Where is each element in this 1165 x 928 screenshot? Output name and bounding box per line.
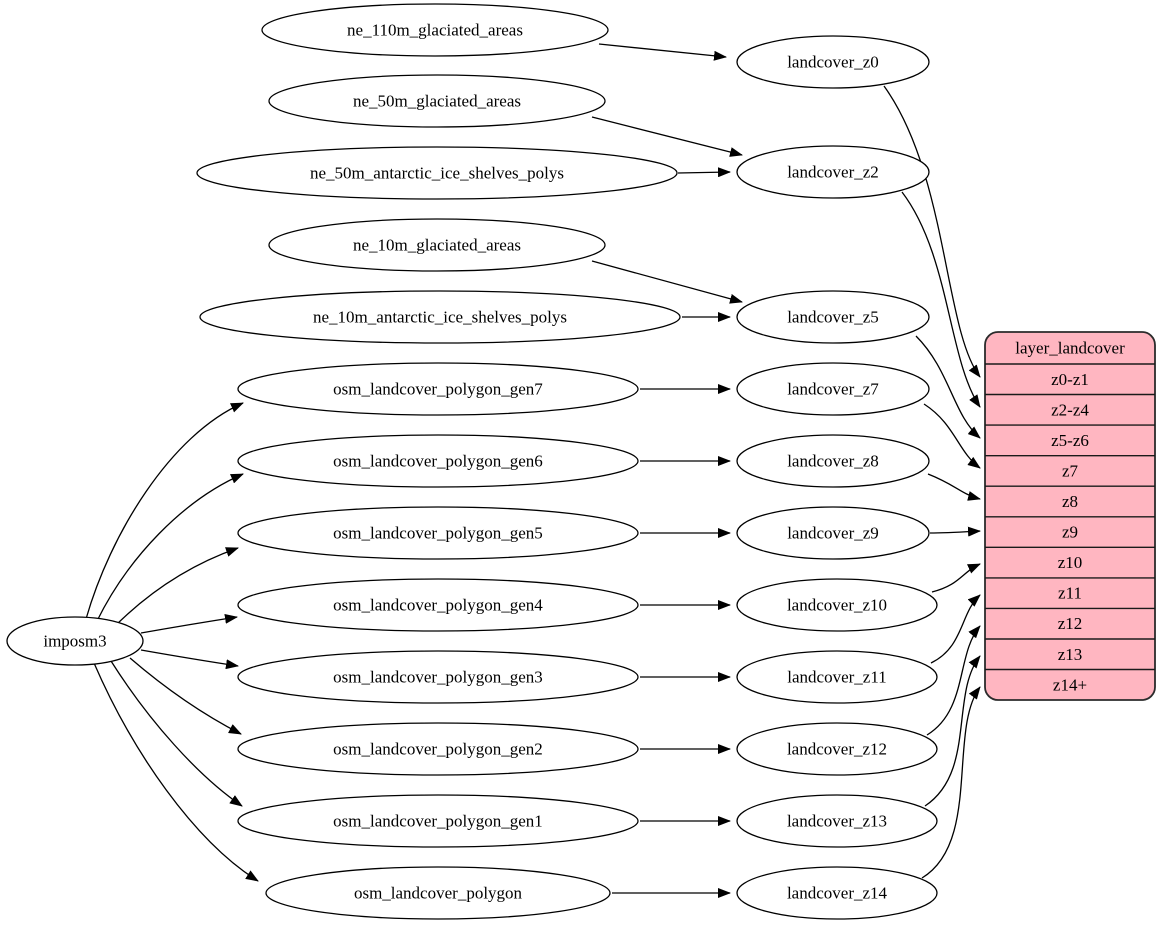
node-label: osm_landcover_polygon_gen2 — [333, 740, 543, 759]
record-row-z12: z12 — [1058, 614, 1083, 633]
node-osm-landcover-polygon-gen7: osm_landcover_polygon_gen7 — [237, 362, 639, 416]
edge-ne110m-z0 — [598, 43, 727, 61]
node-label: ne_10m_antarctic_ice_shelves_polys — [313, 308, 567, 327]
node-osm-landcover-polygon-gen6: osm_landcover_polygon_gen6 — [237, 434, 639, 488]
node-label: ne_110m_glaciated_areas — [347, 21, 523, 40]
node-label: ne_10m_glaciated_areas — [353, 236, 521, 255]
node-label: landcover_z0 — [787, 53, 879, 72]
record-row-z9: z9 — [1062, 523, 1078, 542]
node-landcover-z8: landcover_z8 — [736, 434, 930, 488]
record-row-z8: z8 — [1062, 492, 1078, 511]
node-label: landcover_z8 — [787, 452, 879, 471]
edge-z14-row-z14plus — [921, 686, 981, 879]
record-row-z5-z6: z5-z6 — [1051, 431, 1089, 450]
edge-imposm3-gen3 — [140, 649, 239, 670]
node-layer-landcover: layer_landcover z0-z1 z2-z4 z5-z6 z7 z8 … — [984, 331, 1156, 701]
node-label: landcover_z13 — [787, 812, 887, 831]
node-landcover-z2: landcover_z2 — [736, 145, 930, 199]
node-ne-50m-antarctic-ice-shelves-polys: ne_50m_antarctic_ice_shelves_polys — [196, 146, 678, 200]
edge-ne50m-z2 — [591, 116, 743, 157]
edge-z10-row-z10 — [931, 563, 981, 593]
node-landcover-z14: landcover_z14 — [736, 866, 938, 920]
node-imposm3-label: imposm3 — [43, 632, 106, 651]
edge-ne50m-ant-z2 — [677, 167, 731, 178]
edge-imposm3-gen7 — [85, 402, 244, 620]
edge-imposm3-gen4 — [140, 613, 238, 634]
node-landcover-z7: landcover_z7 — [736, 362, 930, 416]
edge-z7-row-z7 — [923, 403, 981, 469]
edge-z5-row-z5-z6 — [915, 335, 981, 439]
edge-z13-row-z13 — [924, 655, 981, 807]
edge-z8-row-z8 — [927, 473, 981, 501]
node-label: landcover_z7 — [787, 380, 879, 399]
layer-landcover-title: layer_landcover — [1015, 339, 1125, 358]
node-label: ne_50m_glaciated_areas — [353, 92, 521, 111]
edge-ne10m-z5 — [591, 260, 743, 304]
node-osm-landcover-polygon: osm_landcover_polygon — [265, 866, 611, 920]
record-row-z14plus: z14+ — [1053, 675, 1087, 694]
node-landcover-z13: landcover_z13 — [736, 794, 938, 848]
node-label: osm_landcover_polygon_gen7 — [333, 380, 543, 399]
node-label: osm_landcover_polygon_gen1 — [333, 812, 543, 831]
node-label: landcover_z11 — [787, 668, 886, 687]
record-row-z2-z4: z2-z4 — [1051, 400, 1089, 419]
node-osm-landcover-polygon-gen4: osm_landcover_polygon_gen4 — [237, 578, 639, 632]
record-row-z10: z10 — [1058, 553, 1083, 572]
edge-imposm3-gen1 — [110, 660, 243, 807]
node-label: landcover_z14 — [787, 884, 888, 903]
edge-imposm3-gen2 — [129, 657, 242, 735]
node-landcover-z12: landcover_z12 — [736, 722, 938, 776]
edge-imposm3-gen5 — [113, 547, 239, 628]
node-landcover-z5: landcover_z5 — [736, 290, 930, 344]
node-label: landcover_z12 — [787, 740, 887, 759]
record-row-z13: z13 — [1058, 645, 1083, 664]
edge-imposm3-polygon — [93, 662, 259, 882]
node-ne-50m-glaciated-areas: ne_50m_glaciated_areas — [268, 74, 606, 128]
node-ne-10m-antarctic-ice-shelves-polys: ne_10m_antarctic_ice_shelves_polys — [199, 290, 681, 344]
node-label: landcover_z5 — [787, 308, 879, 327]
edge-z2-row-z2-z4 — [901, 191, 981, 408]
edge-imposm3-gen6 — [96, 473, 244, 622]
node-landcover-z11: landcover_z11 — [736, 650, 938, 704]
node-ne-110m-glaciated-areas: ne_110m_glaciated_areas — [261, 3, 609, 57]
node-osm-landcover-polygon-gen3: osm_landcover_polygon_gen3 — [237, 650, 639, 704]
node-label: landcover_z9 — [787, 524, 879, 543]
edge-z11-row-z11 — [930, 594, 981, 664]
node-label: osm_landcover_polygon_gen6 — [333, 452, 543, 471]
node-osm-landcover-polygon-gen1: osm_landcover_polygon_gen1 — [237, 794, 639, 848]
node-ne-10m-glaciated-areas: ne_10m_glaciated_areas — [268, 218, 606, 272]
node-landcover-z0: landcover_z0 — [736, 35, 930, 89]
node-osm-landcover-polygon-gen2: osm_landcover_polygon_gen2 — [237, 722, 639, 776]
record-row-z0-z1: z0-z1 — [1051, 370, 1089, 389]
node-label: osm_landcover_polygon_gen4 — [333, 596, 543, 615]
record-row-z11: z11 — [1058, 584, 1082, 603]
node-label: ne_50m_antarctic_ice_shelves_polys — [310, 164, 564, 183]
edge-z9-row-z9 — [929, 526, 981, 537]
edge-z0-row-z0-z1 — [883, 85, 981, 378]
node-label: osm_landcover_polygon_gen5 — [333, 524, 543, 543]
node-label: landcover_z2 — [787, 163, 879, 182]
edge-z12-row-z12 — [926, 625, 981, 736]
node-osm-landcover-polygon-gen5: osm_landcover_polygon_gen5 — [237, 506, 639, 560]
node-landcover-z10: landcover_z10 — [736, 578, 938, 632]
node-imposm3: imposm3 — [6, 616, 144, 666]
record-row-z7: z7 — [1062, 461, 1079, 480]
node-label: osm_landcover_polygon — [354, 884, 523, 903]
node-label: landcover_z10 — [787, 596, 887, 615]
node-landcover-z9: landcover_z9 — [736, 506, 930, 560]
node-label: osm_landcover_polygon_gen3 — [333, 668, 543, 687]
